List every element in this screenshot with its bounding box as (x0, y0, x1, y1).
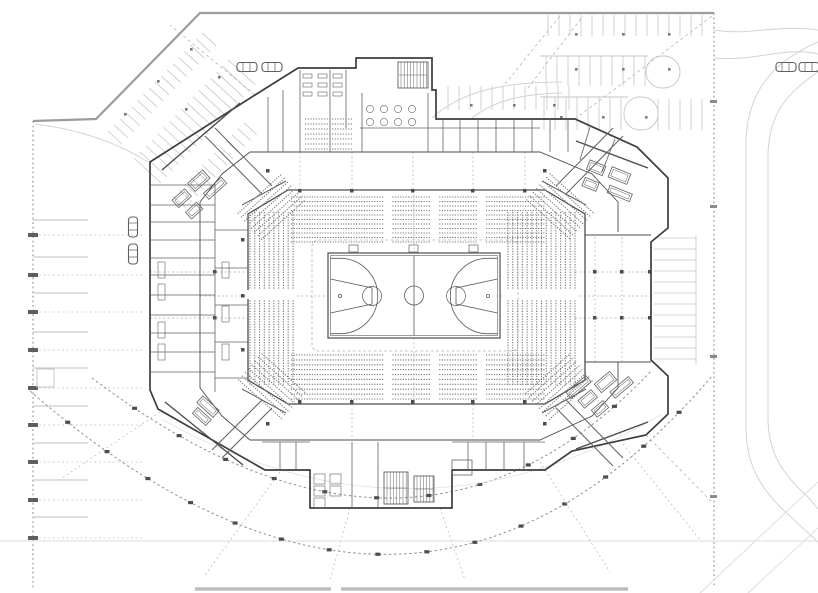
rooms-detail-layer (157, 61, 635, 509)
building-layer (149, 57, 669, 509)
court-layer (311, 239, 519, 352)
plaza-layer (29, 369, 713, 581)
site-layer (0, 11, 818, 593)
seating-layer (237, 173, 595, 421)
grid-layer (150, 152, 652, 440)
